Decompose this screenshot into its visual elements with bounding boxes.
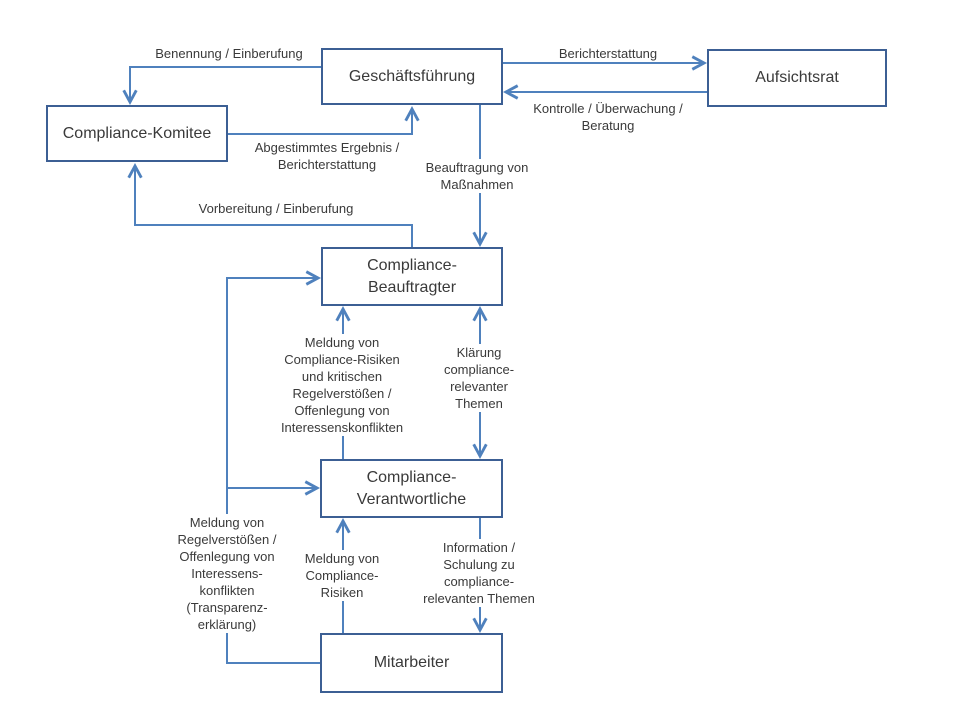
edge-label-klaerung: Klärung compliance- relevanter Themen — [441, 344, 517, 412]
edge-label-benennung: Benennung / Einberufung — [153, 45, 305, 62]
edge-abgestimmtes-ergebnis-line — [228, 105, 420, 135]
node-compliance-beauftragter: Compliance- Beauftragter — [321, 247, 503, 306]
node-compliance-verantwortliche: Compliance- Verantwortliche — [320, 459, 503, 518]
edge-benennung-line — [122, 66, 321, 106]
edge-label-kontrolle: Kontrolle / Überwachung / Beratung — [531, 100, 685, 134]
edge-label-meldung-risiken: Meldung von Compliance- Risiken — [302, 550, 382, 601]
node-aufsichtsrat: Aufsichtsrat — [707, 49, 887, 107]
edge-label-beauftragung: Beauftragung von Maßnahmen — [423, 159, 531, 193]
edge-label-meldung-regelverstoesse: Meldung von Regelverstößen / Offenlegung… — [175, 514, 279, 633]
edge-label-abgestimmtes-ergebnis: Abgestimmtes Ergebnis / Berichterstattun… — [252, 139, 402, 173]
edge-vorbereitung-line — [127, 162, 413, 247]
edge-label-vorbereitung: Vorbereitung / Einberufung — [196, 200, 356, 217]
node-mitarbeiter: Mitarbeiter — [320, 633, 503, 693]
edge-meldung-regelverstoesse-trunk-line — [226, 270, 322, 664]
node-compliance-komitee: Compliance-Komitee — [46, 105, 228, 162]
edge-label-berichterstattung: Berichterstattung — [556, 45, 660, 62]
edge-label-information: Information / Schulung zu compliance- re… — [421, 539, 537, 607]
edge-label-meldung-kritisch: Meldung von Compliance-Risiken und kriti… — [278, 334, 406, 436]
node-geschaeftsfuehrung: Geschäftsführung — [321, 48, 503, 105]
